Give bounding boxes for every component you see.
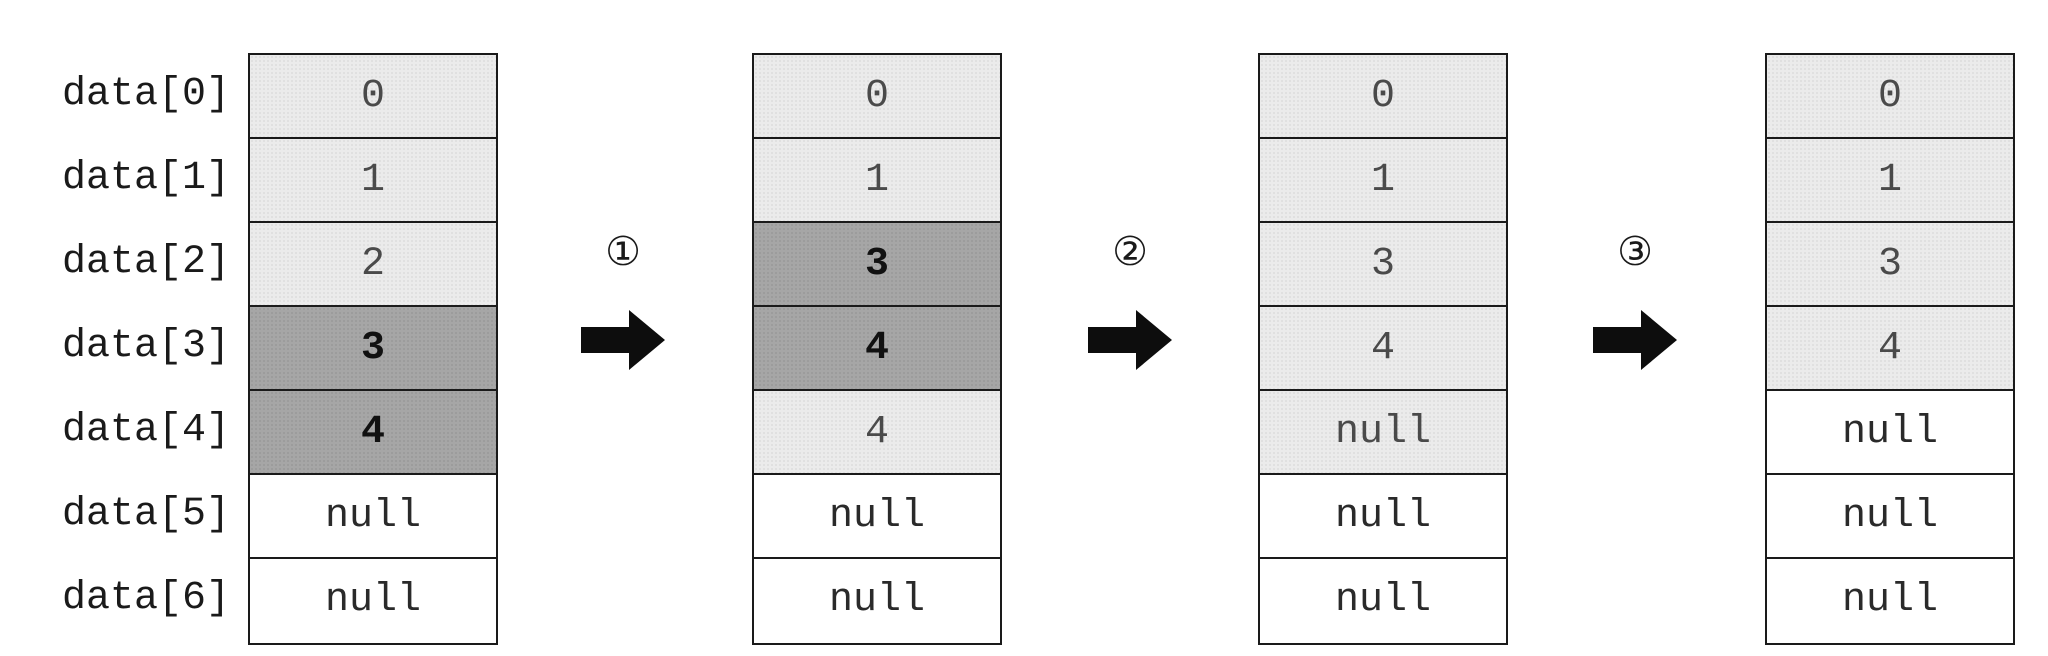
array-cell: 1: [1767, 139, 2013, 223]
array-cell: 4: [754, 307, 1000, 391]
array-cell: 3: [754, 223, 1000, 307]
array-cell: 4: [250, 391, 496, 475]
array-cell: 4: [1260, 307, 1506, 391]
array-cell: 0: [250, 55, 496, 139]
array-cell: 4: [754, 391, 1000, 475]
array-cell: null: [1260, 559, 1506, 643]
array-cell: 1: [1260, 139, 1506, 223]
step-2: ②: [1085, 230, 1175, 370]
array-cell: 3: [250, 307, 496, 391]
array-cell: 0: [1260, 55, 1506, 139]
array-state-step-1: 0 1 3 4 4 null null: [752, 53, 1002, 645]
array-cell: null: [1260, 475, 1506, 559]
index-labels: data[0] data[1] data[2] data[3] data[4] …: [0, 53, 230, 641]
array-cell: 1: [754, 139, 1000, 223]
array-cell: 3: [1260, 223, 1506, 307]
step-number: ③: [1617, 229, 1653, 275]
array-cell: 0: [754, 55, 1000, 139]
index-label: data[5]: [61, 492, 230, 537]
array-state-step-3: 0 1 3 4 null null null: [1765, 53, 2015, 645]
index-label: data[0]: [61, 72, 230, 117]
right-arrow-icon: [1593, 310, 1677, 370]
array-cell: 2: [250, 223, 496, 307]
array-cell: 4: [1767, 307, 2013, 391]
right-arrow-icon: [581, 310, 665, 370]
array-cell: null: [1767, 475, 2013, 559]
index-label: data[2]: [61, 240, 230, 285]
array-state-step-2: 0 1 3 4 null null null: [1258, 53, 1508, 645]
step-number: ①: [605, 229, 641, 275]
array-cell: null: [754, 559, 1000, 643]
index-label: data[1]: [61, 156, 230, 201]
array-state-initial: 0 1 2 3 4 null null: [248, 53, 498, 645]
step-3: ③: [1590, 230, 1680, 370]
array-cell: null: [250, 559, 496, 643]
array-cell: 0: [1767, 55, 2013, 139]
array-cell: 3: [1767, 223, 2013, 307]
array-cell: null: [250, 475, 496, 559]
array-cell: 1: [250, 139, 496, 223]
array-cell: null: [754, 475, 1000, 559]
step-1: ①: [578, 230, 668, 370]
step-number: ②: [1112, 229, 1148, 275]
right-arrow-icon: [1088, 310, 1172, 370]
index-label: data[3]: [61, 324, 230, 369]
index-label: data[4]: [61, 408, 230, 453]
array-cell: null: [1767, 391, 2013, 475]
array-cell: null: [1260, 391, 1506, 475]
array-cell: null: [1767, 559, 2013, 643]
index-label: data[6]: [61, 576, 230, 621]
